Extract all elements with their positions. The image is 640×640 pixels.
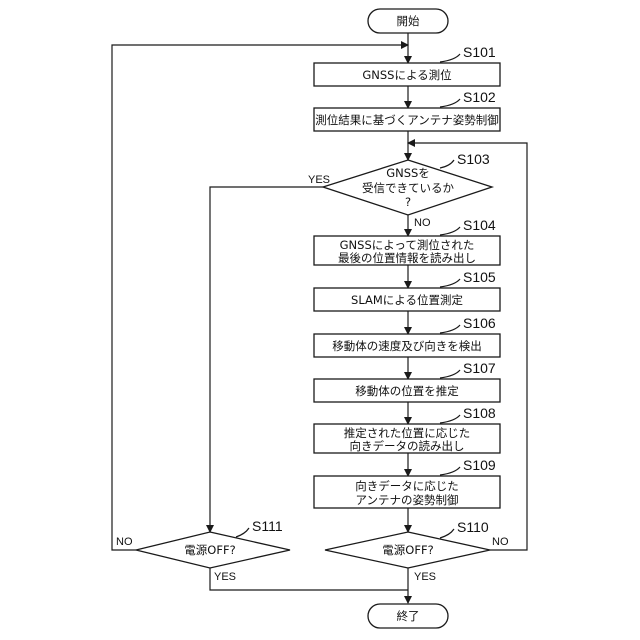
step-s104-leader <box>440 227 460 235</box>
decision-s110-leader <box>440 529 454 538</box>
step-s105-text: SLAMによる位置測定 <box>351 293 463 307</box>
decision-s110-id: S110 <box>457 519 489 535</box>
s111-yes-label: YES <box>214 571 236 583</box>
step-s109-line2: アンテナの姿勢制御 <box>355 493 458 507</box>
end-label: 終了 <box>397 609 420 623</box>
step-s107-id: S107 <box>463 360 496 376</box>
s110-yes-label: YES <box>414 571 436 583</box>
step-s106-leader <box>440 325 460 333</box>
decision-s103-line1: GNSSを <box>386 166 430 180</box>
step-s107-leader <box>440 370 460 378</box>
step-s102-text: 測位結果に基づくアンテナ姿勢制御 <box>315 113 499 127</box>
step-s101-text: GNSSによる測位 <box>362 68 451 82</box>
decision-s111: 電源OFF? S111 NO YES <box>116 518 290 583</box>
step-s104-line1: GNSSによって測位された <box>340 238 475 252</box>
arrow-s103-yes-to-s111 <box>210 187 323 532</box>
step-s101-id: S101 <box>463 44 496 60</box>
step-s108-id: S108 <box>463 405 496 421</box>
start-label: 開始 <box>397 14 420 28</box>
step-s109-line1: 向きデータに応じた <box>355 479 459 493</box>
step-s106-text: 移動体の速度及び向きを検出 <box>332 339 482 353</box>
step-s106-id: S106 <box>463 315 496 331</box>
decision-s103-leader <box>440 160 454 168</box>
decision-s103-line2: 受信できているか <box>362 181 454 195</box>
step-s104: GNSSによって測位された 最後の位置情報を読み出し S104 <box>314 217 500 265</box>
step-s108-line1: 推定された位置に応じた <box>344 426 471 440</box>
step-s102-leader <box>440 99 460 107</box>
decision-s110-text: 電源OFF? <box>382 543 433 557</box>
step-s109-id: S109 <box>463 457 496 473</box>
step-s109-leader <box>440 467 460 475</box>
decision-s111-leader <box>236 528 249 537</box>
step-s104-id: S104 <box>463 217 496 233</box>
s111-no-label: NO <box>116 536 133 548</box>
step-s105-leader <box>440 279 460 287</box>
step-s105: SLAMによる位置測定 S105 <box>314 269 500 311</box>
step-s107: 移動体の位置を推定 S107 <box>314 360 500 402</box>
arrow-s111-yes-to-end <box>210 568 408 590</box>
decision-s110: 電源OFF? S110 NO YES <box>325 519 509 583</box>
step-s106: 移動体の速度及び向きを検出 S106 <box>314 315 500 357</box>
step-s101-leader <box>440 54 460 62</box>
step-s102-id: S102 <box>463 89 496 105</box>
step-s101: GNSSによる測位 S101 <box>314 44 500 86</box>
s103-yes-label: YES <box>308 174 330 186</box>
step-s107-text: 移動体の位置を推定 <box>355 384 459 398</box>
step-s104-line2: 最後の位置情報を読み出し <box>338 251 476 265</box>
decision-s111-id: S111 <box>252 518 283 534</box>
s110-no-label: NO <box>492 536 509 548</box>
step-s108-line2: 向きデータの読み出し <box>350 439 465 453</box>
s103-no-label: NO <box>414 217 431 229</box>
end-terminal: 終了 <box>368 604 448 628</box>
start-terminal: 開始 <box>368 9 448 33</box>
step-s105-id: S105 <box>463 269 496 285</box>
decision-s111-text: 電源OFF? <box>184 543 235 557</box>
step-s102: 測位結果に基づくアンテナ姿勢制御 S102 <box>314 89 500 131</box>
step-s108: 推定された位置に応じた 向きデータの読み出し S108 <box>314 405 500 453</box>
decision-s103-id: S103 <box>457 151 490 167</box>
step-s109: 向きデータに応じた アンテナの姿勢制御 S109 <box>314 457 500 508</box>
decision-s103-line3: ? <box>405 195 411 209</box>
step-s108-leader <box>440 415 460 423</box>
